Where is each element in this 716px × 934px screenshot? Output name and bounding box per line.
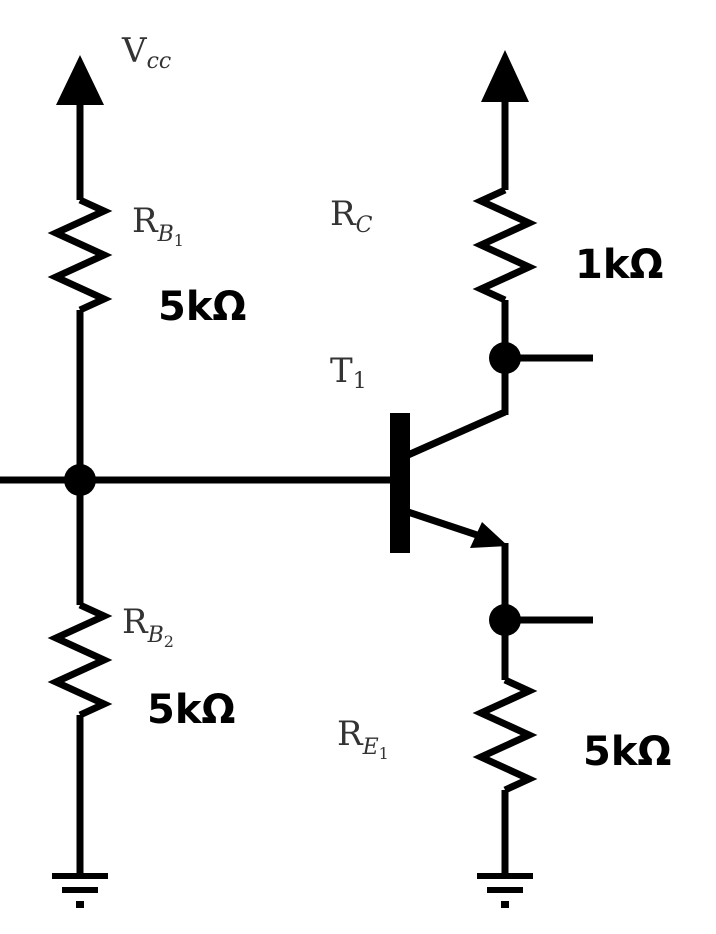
- rb1-label: RB1: [132, 201, 184, 250]
- resistor-rb1: [47, 196, 113, 314]
- rb1-value: 5kΩ: [158, 284, 246, 330]
- ground-icon-right: [477, 873, 533, 908]
- transistor-collector-lead: [406, 408, 507, 459]
- rb2-value: 5kΩ: [147, 687, 235, 733]
- re1-value: 5kΩ: [583, 729, 671, 775]
- rc-value: 1kΩ: [575, 242, 663, 288]
- re1-label: RE1: [337, 714, 389, 763]
- vcc-arrow-right: [481, 50, 529, 102]
- resistor-re1: [472, 676, 538, 794]
- vcc-arrow-left: [56, 55, 104, 105]
- transistor-base-bar: [390, 413, 410, 553]
- resistor-rb2: [47, 601, 113, 719]
- emitter-arrow-icon: [470, 522, 508, 548]
- rb2-label: RB2: [122, 602, 174, 651]
- vcc-label: Vcc: [121, 31, 171, 74]
- t1-label: T1: [330, 351, 367, 394]
- ground-icon-left: [52, 873, 108, 908]
- rc-label: RC: [330, 194, 373, 238]
- resistor-rc: [472, 186, 538, 304]
